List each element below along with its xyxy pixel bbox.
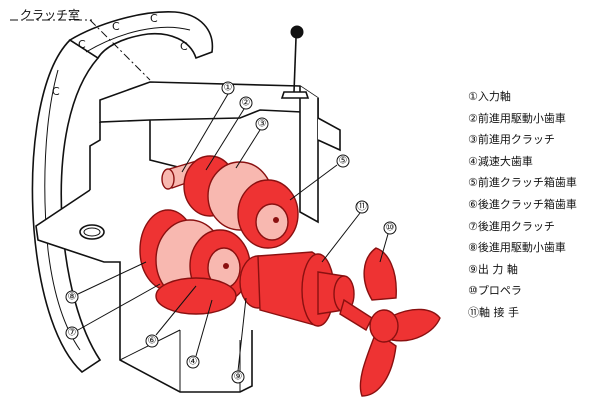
parts-legend: ①入力軸 ②前進用駆動小歯車 ③前進用クラッチ ④減速大歯車 ⑤前進クラッチ箱歯…: [468, 86, 596, 324]
legend-item-5: ⑤前進クラッチ箱歯車: [468, 176, 577, 190]
callout-11: ⑪: [357, 201, 367, 213]
legend-item-9: ⑨出 力 軸: [468, 262, 518, 276]
legend-item-10: ⑩プロペラ: [468, 284, 522, 298]
callout-6: ⑥: [148, 336, 157, 347]
legend-item-11: ⑪軸 接 手: [468, 305, 519, 319]
clutch-chamber-flange: C C C C C: [31, 11, 214, 374]
c-mark-5: C: [180, 40, 188, 53]
c-mark-2: C: [112, 20, 120, 33]
clutch-chamber-label: クラッチ室: [20, 8, 81, 22]
output-coupling: [239, 251, 373, 331]
legend-item-3: ③前進用クラッチ: [468, 133, 555, 147]
legend-item-7: ⑦後進用クラッチ: [468, 219, 555, 233]
legend-item-6: ⑥後進クラッチ箱歯車: [468, 197, 577, 211]
legend-item-8: ⑧後進用駆動小歯車: [468, 241, 566, 255]
control-lever: [280, 25, 310, 99]
legend-item-4: ④減速大歯車: [468, 154, 533, 168]
callout-4: ④: [189, 357, 198, 368]
forward-gear-group: [183, 155, 299, 249]
gearbox-housing: [10, 19, 341, 393]
legend-item-1: ①入力軸: [468, 90, 511, 103]
c-mark-3: C: [78, 38, 86, 51]
callout-10: ⑩: [386, 223, 395, 234]
legend-item-2: ②前進用駆動小歯車: [468, 111, 566, 125]
callout-8: ⑧: [68, 292, 77, 303]
callouts: ① ② ③ ④ ⑤ ⑥ ⑦ ⑧ ⑨ ⑩: [65, 81, 397, 384]
callout-7: ⑦: [68, 328, 77, 339]
callout-3: ③: [258, 119, 267, 130]
propeller: [359, 247, 441, 397]
reverse-gear-group: [139, 209, 251, 315]
c-mark-4: C: [52, 85, 60, 98]
callout-1: ①: [224, 83, 233, 94]
callout-5: ⑤: [339, 156, 348, 167]
callout-9: ⑨: [234, 372, 243, 383]
c-mark-1: C: [150, 12, 158, 25]
callout-2: ②: [242, 98, 251, 109]
